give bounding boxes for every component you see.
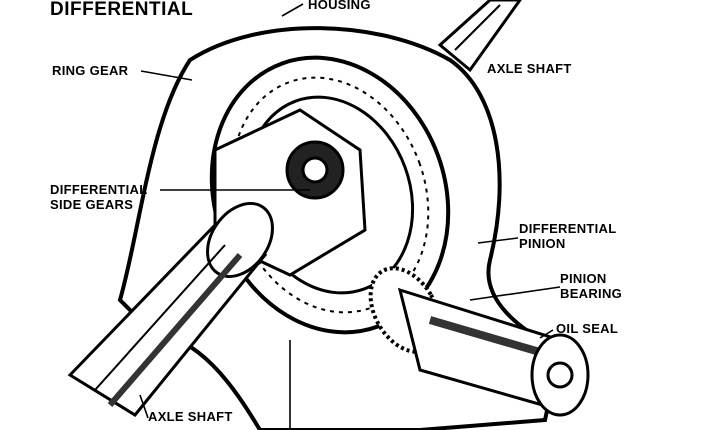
label-axle-shaft-top: AXLE SHAFT xyxy=(487,61,572,76)
label-pinion-bearing-2: BEARING xyxy=(560,286,623,301)
label-pinion-bearing-1: PINION xyxy=(560,271,607,286)
label-pinion-2: PINION xyxy=(519,236,566,251)
diagram-title: DIFFERENTIAL xyxy=(50,0,194,20)
top-axle-shaft xyxy=(437,0,522,73)
label-side-gears-1: DIFFERENTIAL xyxy=(50,182,148,197)
label-oil-seal: OIL SEAL xyxy=(556,321,619,336)
label-housing: HOUSING xyxy=(308,0,371,12)
label-side-gears-2: SIDE GEARS xyxy=(50,197,134,212)
label-ring-gear: RING GEAR xyxy=(52,63,129,78)
label-pinion-1: DIFFERENTIAL xyxy=(519,221,617,236)
label-axle-shaft-bottom: AXLE SHAFT xyxy=(148,409,233,424)
leader-lines xyxy=(139,3,561,430)
